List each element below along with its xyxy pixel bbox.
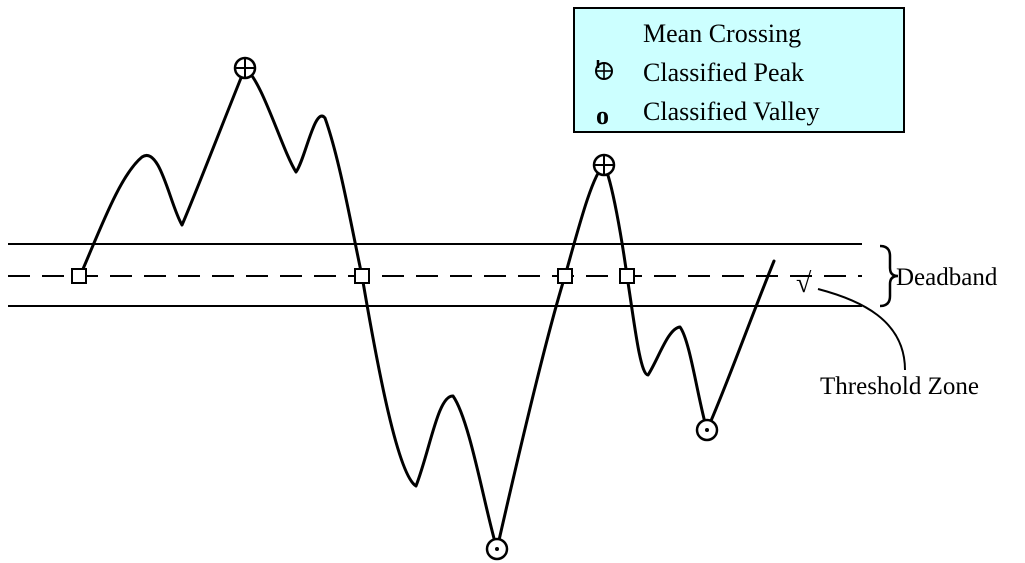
mean-crossing-marker <box>557 268 573 284</box>
signal-waveform <box>78 66 776 551</box>
mean-crossing-marker <box>354 268 370 284</box>
legend-box <box>573 7 905 133</box>
mean-crossing-markers <box>71 268 635 284</box>
legend: o Mean Crossing Classified Peak Classifi… <box>573 7 905 133</box>
circle-plus-icon <box>595 60 613 80</box>
threshold-leader-line <box>817 288 906 371</box>
mean-crossing-marker <box>619 268 635 284</box>
legend-item-classified-peak: Classified Peak <box>643 58 804 87</box>
classified-valley-marker <box>485 537 509 561</box>
deadband-label: Deadband <box>896 264 998 291</box>
circle-dot-icon: o <box>596 101 609 130</box>
legend-item-mean-crossing: Mean Crossing <box>643 19 801 48</box>
mean-crossing-marker <box>71 268 87 284</box>
classified-peak-marker <box>233 56 257 80</box>
legend-item-classified-valley: Classified Valley <box>643 97 819 126</box>
classified-valley-marker <box>695 418 719 442</box>
deadband-brace <box>879 244 899 308</box>
threshold-mark: √ <box>796 268 812 299</box>
classified-peak-marker <box>592 153 616 177</box>
threshold-zone-label: Threshold Zone <box>820 373 979 400</box>
